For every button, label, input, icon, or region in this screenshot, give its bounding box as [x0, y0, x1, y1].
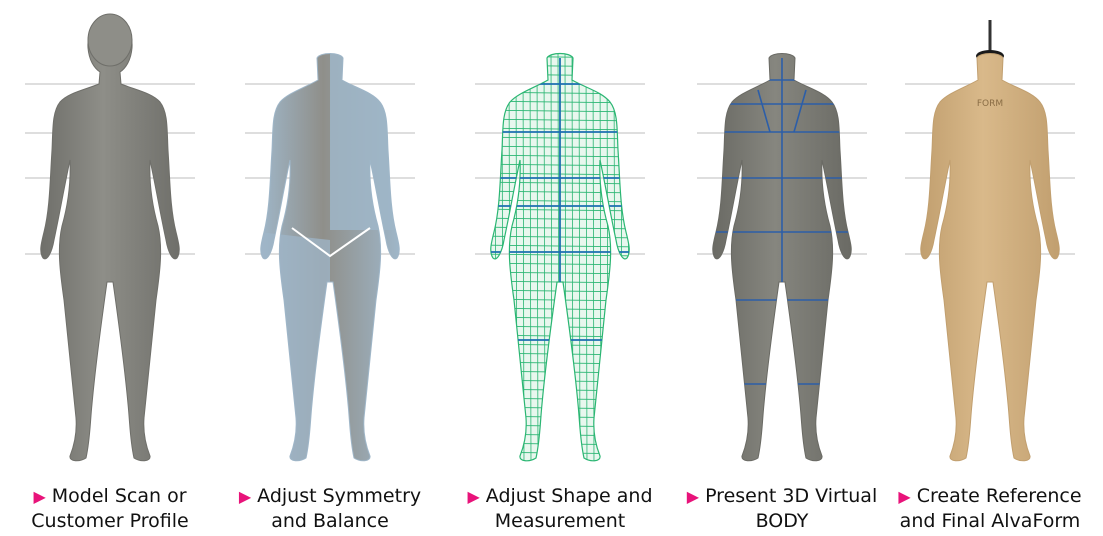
caption-line-1: Model Scan or: [52, 485, 187, 507]
step-caption: ▶ Adjust Symmetry and Balance: [220, 484, 440, 533]
mesh-line: [649, 50, 650, 470]
mesh-line: [470, 407, 650, 409]
mesh-line: [621, 50, 622, 470]
step-caption: ▶ Adjust Shape and Measurement: [450, 484, 670, 533]
wireframe-mesh: [470, 50, 650, 470]
caption-line-2: Measurement: [450, 509, 670, 533]
mesh-line: [502, 50, 503, 470]
arrow-icon: ▶: [687, 487, 699, 506]
mesh-line: [635, 50, 636, 470]
step-caption: ▶ Model Scan or Customer Profile: [0, 484, 220, 533]
mesh-line: [470, 425, 650, 427]
caption-line-1: Create Reference: [917, 485, 1082, 507]
form-brand-label: FORM: [977, 99, 1003, 109]
virtual-body-figure-icon: [672, 0, 892, 478]
mesh-line: [481, 50, 482, 470]
mesh-line: [470, 317, 650, 319]
mesh-line: [470, 290, 650, 292]
caption-line-2: and Balance: [220, 509, 440, 533]
step-create-alvaform: FORM ▶ Create Reference and Final AlvaFor…: [880, 0, 1100, 536]
caption-line-2: Customer Profile: [0, 509, 220, 533]
mesh-line: [470, 434, 650, 436]
wireframe-body-figure-icon: [450, 0, 670, 478]
mesh-line: [488, 50, 489, 470]
mirror-half: [330, 50, 410, 230]
scanned-body-figure-icon: [0, 0, 220, 478]
caption-line-1: Present 3D Virtual: [705, 485, 877, 507]
mesh-line: [470, 344, 650, 346]
mesh-line: [470, 416, 650, 418]
mesh-line: [495, 50, 496, 470]
mesh-line: [628, 50, 629, 470]
mesh-line: [470, 326, 650, 328]
mirror-leg: [240, 230, 330, 470]
mesh-line: [642, 50, 643, 470]
arrow-icon: ▶: [33, 487, 45, 506]
head-shape: [88, 14, 132, 66]
mesh-line: [470, 353, 650, 355]
step-model-scan: ▶ Model Scan or Customer Profile: [0, 0, 220, 536]
arrow-icon: ▶: [239, 487, 251, 506]
step-caption: ▶ Present 3D Virtual BODY: [672, 484, 892, 533]
mesh-line: [470, 335, 650, 337]
mesh-line: [470, 371, 650, 373]
arrow-icon: ▶: [898, 487, 910, 506]
step-adjust-symmetry: ▶ Adjust Symmetry and Balance: [220, 0, 440, 536]
caption-line-2: BODY: [672, 509, 892, 533]
mesh-line: [470, 452, 650, 454]
mesh-line: [470, 461, 650, 463]
figure-body: [921, 54, 1059, 461]
caption-line-2: and Final AlvaForm: [880, 509, 1100, 533]
mesh-line: [470, 389, 650, 391]
mesh-line: [470, 443, 650, 445]
arrow-icon: ▶: [467, 487, 479, 506]
dress-form-figure-icon: FORM: [880, 0, 1100, 478]
mesh-line: [470, 299, 650, 301]
mesh-line: [470, 380, 650, 382]
mesh-line: [470, 362, 650, 364]
mesh-line: [470, 398, 650, 400]
caption-line-1: Adjust Symmetry: [257, 485, 421, 507]
step-caption: ▶ Create Reference and Final AlvaForm: [880, 484, 1100, 533]
half-mirrored-body-figure-icon: [220, 0, 440, 478]
step-present-virtual-body: ▶ Present 3D Virtual BODY: [672, 0, 892, 536]
mesh-line: [474, 50, 475, 470]
mesh-line: [470, 308, 650, 310]
caption-line-1: Adjust Shape and: [486, 485, 653, 507]
step-adjust-shape: ▶ Adjust Shape and Measurement: [450, 0, 670, 536]
